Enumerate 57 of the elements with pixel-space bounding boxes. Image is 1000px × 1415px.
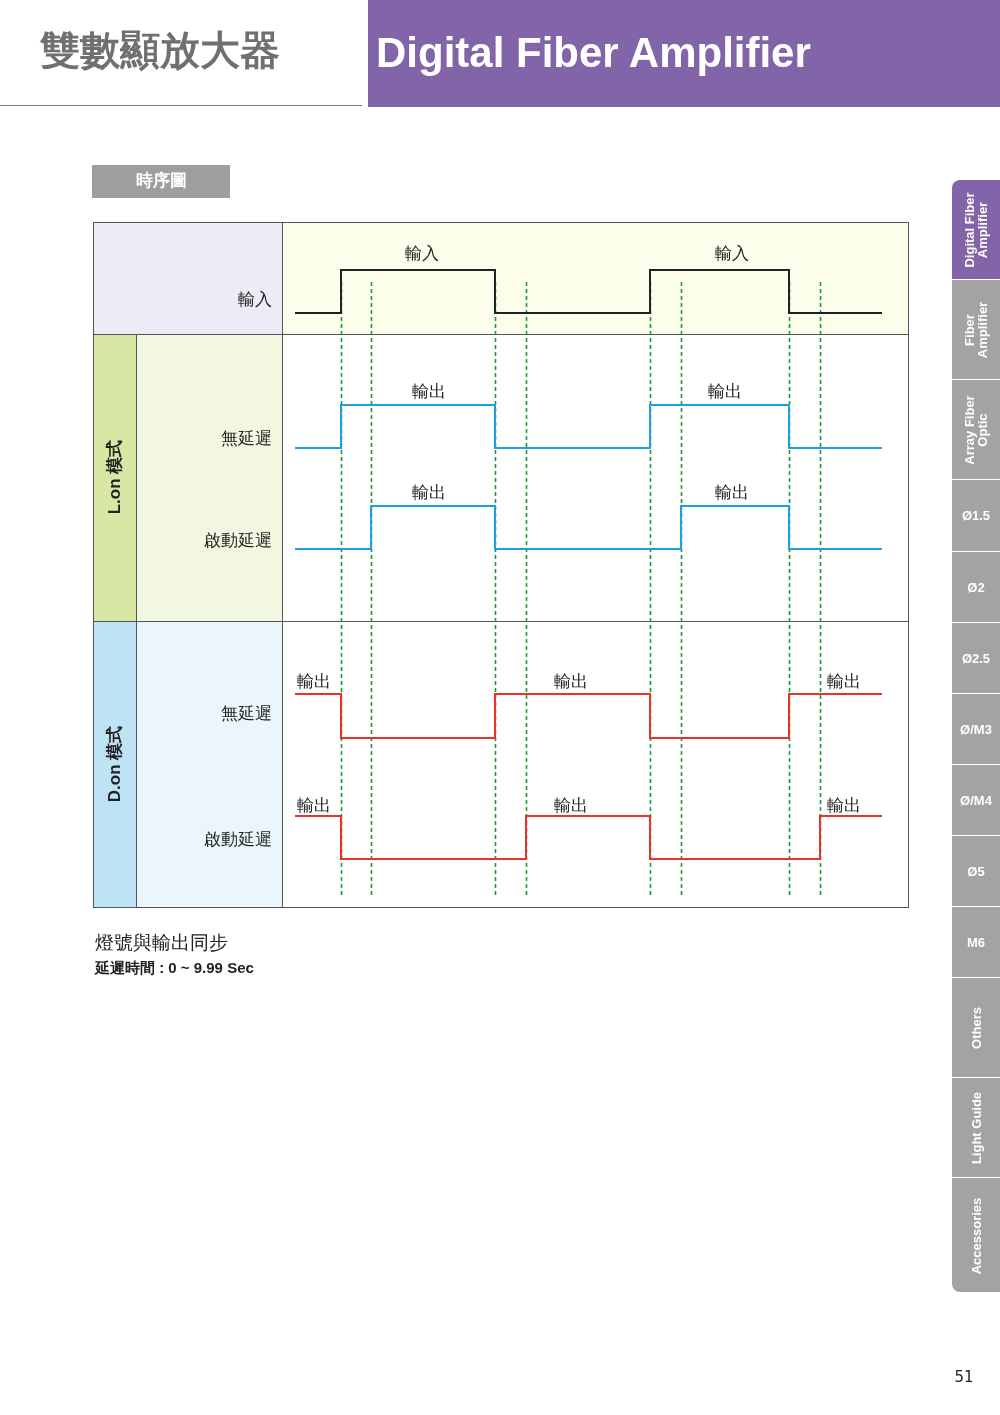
note-text: 燈號與輸出同步	[95, 931, 228, 953]
wave-label: 輸出	[412, 381, 446, 401]
tab-label: Ø2	[967, 580, 985, 595]
mode-band	[93, 334, 136, 621]
side-tab	[952, 907, 1000, 977]
tab-label: Ø2.5	[961, 651, 991, 666]
side-tab	[952, 1078, 1000, 1177]
row-label: 輸入	[405, 243, 439, 263]
side-tab	[952, 480, 1000, 551]
row-label: 無延遲	[221, 428, 272, 448]
row-label: 啟動延遲	[204, 829, 272, 849]
title-band	[368, 0, 1000, 107]
row-label: L.on 模式	[105, 439, 125, 515]
tab-label: Array Fiber Optic	[963, 394, 989, 467]
side-tab	[952, 280, 1000, 379]
tab-label: Accessories	[969, 1196, 983, 1276]
tab-label: Light Guide	[969, 1090, 983, 1167]
side-tab	[952, 978, 1000, 1077]
tab-label: Others	[969, 1006, 983, 1051]
row-label: 輸入	[238, 289, 272, 309]
mode-band	[93, 621, 136, 908]
tab-label: Ø1.5	[961, 508, 991, 524]
side-tab	[952, 552, 1000, 622]
row-label: D.on 模式	[105, 725, 125, 803]
wave-label: 輸出	[715, 482, 749, 502]
row-label: 輸入	[715, 243, 749, 263]
wave-label: 輸出	[554, 671, 588, 691]
header-cell	[136, 334, 282, 621]
wave-label: 輸出	[412, 482, 446, 502]
tab-label: Ø5	[967, 864, 985, 879]
tab-label: Digital Fiber Amplifier	[963, 191, 989, 270]
side-tab	[952, 765, 1000, 835]
page-title: 雙數顯放大器	[40, 28, 280, 72]
section-title: 時序圖	[135, 171, 187, 191]
tab-label: Fiber Amplifier	[963, 300, 989, 361]
header-cell	[93, 222, 282, 334]
section-tag	[92, 165, 230, 198]
side-tab	[952, 380, 1000, 479]
row-label: 無延遲	[221, 703, 272, 723]
row-label: 啟動延遲	[204, 530, 272, 550]
header-cell	[136, 621, 282, 908]
wave-label: 輸出	[827, 671, 861, 691]
page-number: 51	[954, 1368, 974, 1386]
wave-label: 輸出	[554, 795, 588, 815]
tab-label: Ø/M3	[960, 722, 992, 737]
band-title: Digital Fiber Amplifier	[376, 29, 811, 77]
header-cell	[282, 222, 908, 334]
side-tab	[952, 836, 1000, 906]
note-text: 延遲時間 : 0 ~ 9.99 Sec	[95, 959, 254, 977]
side-tab	[952, 694, 1000, 764]
tab-label: M6	[966, 935, 986, 950]
tab-label: Ø/M4	[960, 793, 992, 808]
side-tab	[952, 180, 1000, 279]
side-tab	[952, 623, 1000, 693]
wave-label: 輸出	[827, 795, 861, 815]
wave-label: 輸出	[708, 381, 742, 401]
side-tab	[952, 1178, 1000, 1292]
